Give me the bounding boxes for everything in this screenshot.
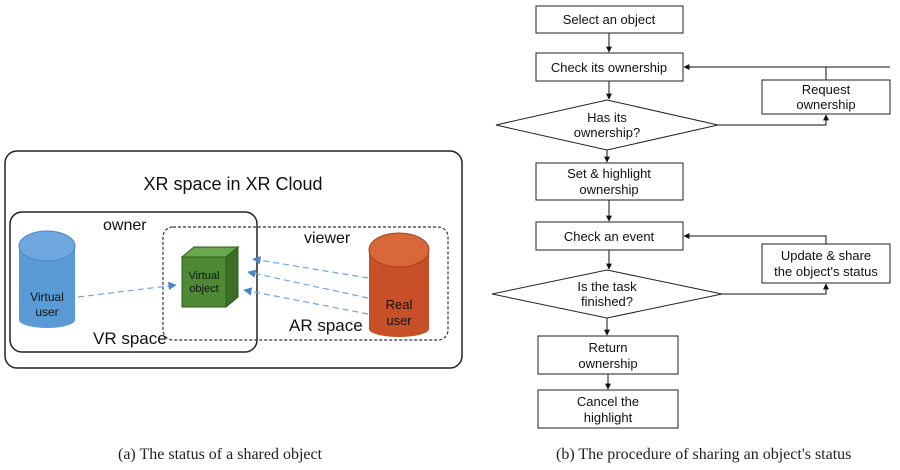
real-user-label-2: user xyxy=(386,313,412,328)
flow-connectors xyxy=(604,33,890,390)
step-select-object xyxy=(535,5,684,34)
virtual-object-cube: Virtual object xyxy=(180,245,240,309)
arrow-real-to-object-3 xyxy=(243,287,369,315)
step-select-object-label: Select an object xyxy=(563,12,656,27)
owner-label: owner xyxy=(103,217,147,234)
step-check-event xyxy=(535,221,684,251)
virtual-object-label-1: Virtual xyxy=(189,270,220,282)
ar-space-box xyxy=(162,226,449,341)
viewer-label: viewer xyxy=(304,230,351,247)
step-check-ownership xyxy=(535,52,684,82)
step-update-share-label-1: Update & share xyxy=(781,248,871,263)
step-cancel-highlight-label-1: Cancel the xyxy=(577,394,639,409)
step-set-highlight-label-1: Set & highlight xyxy=(567,166,651,181)
caption-right: (b) The procedure of sharing an object's… xyxy=(556,446,852,463)
step-request-ownership-label-1: Request xyxy=(802,82,851,97)
arrow-real-to-object-2 xyxy=(247,269,369,299)
vr-space-box xyxy=(9,211,258,353)
virtual-user-cylinder: Virtual user xyxy=(18,230,76,328)
ar-space-label: AR space xyxy=(289,316,363,335)
virtual-user-label-2: user xyxy=(35,305,58,319)
step-update-share xyxy=(761,243,891,284)
virtual-object-label-2: object xyxy=(189,283,218,295)
step-return-ownership xyxy=(537,335,679,375)
step-request-ownership xyxy=(761,79,891,115)
decision-has-ownership-label-1: Has its xyxy=(587,110,627,125)
real-user-label-1: Real xyxy=(386,297,413,312)
step-set-highlight-label-2: ownership xyxy=(579,182,638,197)
virtual-user-label-1: Virtual xyxy=(30,290,64,304)
step-set-highlight xyxy=(535,162,684,201)
shared-object-diagram: XR space in XR Cloud owner VR space view… xyxy=(4,150,463,369)
step-check-event-label: Check an event xyxy=(564,229,655,244)
arrow-user-to-object xyxy=(77,281,177,298)
step-request-ownership-label-2: ownership xyxy=(796,97,855,112)
xr-cloud-title: XR space in XR Cloud xyxy=(143,174,322,194)
step-update-share-label-2: the object's status xyxy=(774,264,878,279)
real-user-cylinder: Real user xyxy=(368,232,430,337)
decision-has-ownership-label-2: ownership? xyxy=(574,125,641,140)
decision-task-finished-label-1: Is the task xyxy=(577,279,637,294)
decision-task-finished-label-2: finished? xyxy=(581,294,633,309)
step-return-ownership-label-2: ownership xyxy=(578,356,637,371)
caption-left: (a) The status of a shared object xyxy=(118,446,323,463)
step-check-ownership-label: Check its ownership xyxy=(551,60,667,75)
vr-space-label: VR space xyxy=(93,329,167,348)
step-cancel-highlight-label-2: highlight xyxy=(584,410,633,425)
step-return-ownership-label-1: Return xyxy=(588,340,627,355)
step-cancel-highlight xyxy=(537,389,679,429)
sharing-procedure-flowchart: Select an object Check its ownership Has… xyxy=(491,5,891,429)
interaction-arrows xyxy=(77,256,369,315)
